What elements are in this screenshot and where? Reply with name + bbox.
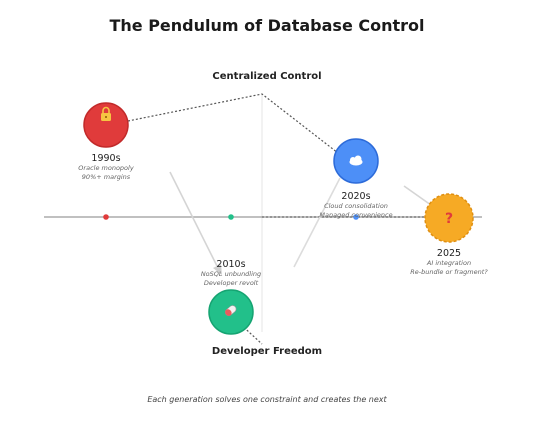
pole-label-bottom: Developer Freedom [211, 346, 323, 357]
era-caption-1990s: 1990s Oracle monopoly 90%+ margins [51, 153, 161, 182]
pole-label-top: Centralized Control [212, 71, 322, 82]
era-year: 1990s [91, 153, 121, 164]
timeline-dot-2020s [353, 214, 359, 220]
swing-arrow-1990-2010 [169, 171, 219, 269]
era-detail: 90%+ margins [81, 173, 131, 181]
footer-caption: Each generation solves one constraint an… [147, 395, 387, 404]
pendulum-path-top [127, 93, 339, 154]
era-detail: Re-bundle or fragment? [410, 268, 488, 276]
era-node-2010s [208, 289, 254, 335]
era-detail: Cloud consolidation [324, 202, 388, 210]
era-year: 2025 [436, 248, 462, 259]
era-detail: Oracle monopoly [78, 164, 134, 172]
era-detail: AI integration [426, 259, 472, 267]
era-node-2020s [333, 138, 379, 184]
era-node-2025: ? [424, 193, 474, 243]
era-detail: Managed convenience [319, 211, 393, 219]
era-caption-2020s: 2020s Cloud consolidation Managed conven… [301, 191, 411, 220]
era-year: 2020s [341, 191, 371, 202]
era-node-1990s [83, 102, 129, 148]
swing-arrow-2010-2020 [293, 177, 341, 268]
era-circle-1990s [83, 102, 129, 148]
timeline-dot-1990s [103, 214, 109, 220]
era-circle-2025 [424, 193, 474, 243]
lock-icon [101, 106, 111, 121]
era-caption-2025: 2025 AI integration Re-bundle or fragmen… [394, 248, 504, 277]
question-icon: ? [445, 211, 453, 227]
era-detail: Developer revolt [203, 279, 259, 287]
era-caption-2010s: 2010s NoSQL unbundling Developer revolt [176, 259, 286, 288]
diagram-title: The Pendulum of Database Control [109, 16, 425, 35]
cloud-icon [349, 155, 363, 166]
timeline-dot-2010s [228, 214, 234, 220]
era-year: 2010s [216, 259, 246, 270]
era-detail: NoSQL unbundling [200, 270, 262, 278]
pill-icon [224, 305, 237, 317]
swing-arrowhead-1990-2010 [213, 264, 222, 275]
